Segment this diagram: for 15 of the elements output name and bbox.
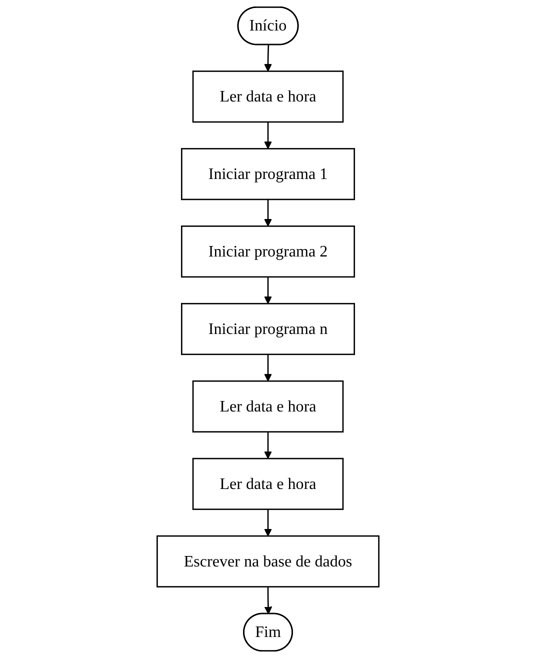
arrow: [264, 509, 272, 536]
arrow: [264, 199, 272, 227]
arrow: [264, 586, 272, 614]
node-box: Ler data e hora: [192, 458, 344, 510]
arrow: [264, 44, 272, 72]
node-box: Iniciar programa 2: [181, 226, 355, 278]
node-box: Escrever na base de dados: [156, 535, 380, 588]
arrow: [264, 276, 272, 304]
arrow: [264, 432, 272, 459]
node-box: Ler data e hora: [192, 70, 344, 123]
arrow: [264, 122, 272, 150]
node-box: Iniciar programa 1: [181, 148, 355, 200]
node-box: Iniciar programa n: [181, 302, 355, 356]
arrow: [264, 354, 272, 382]
node-box: Ler data e hora: [192, 380, 344, 432]
